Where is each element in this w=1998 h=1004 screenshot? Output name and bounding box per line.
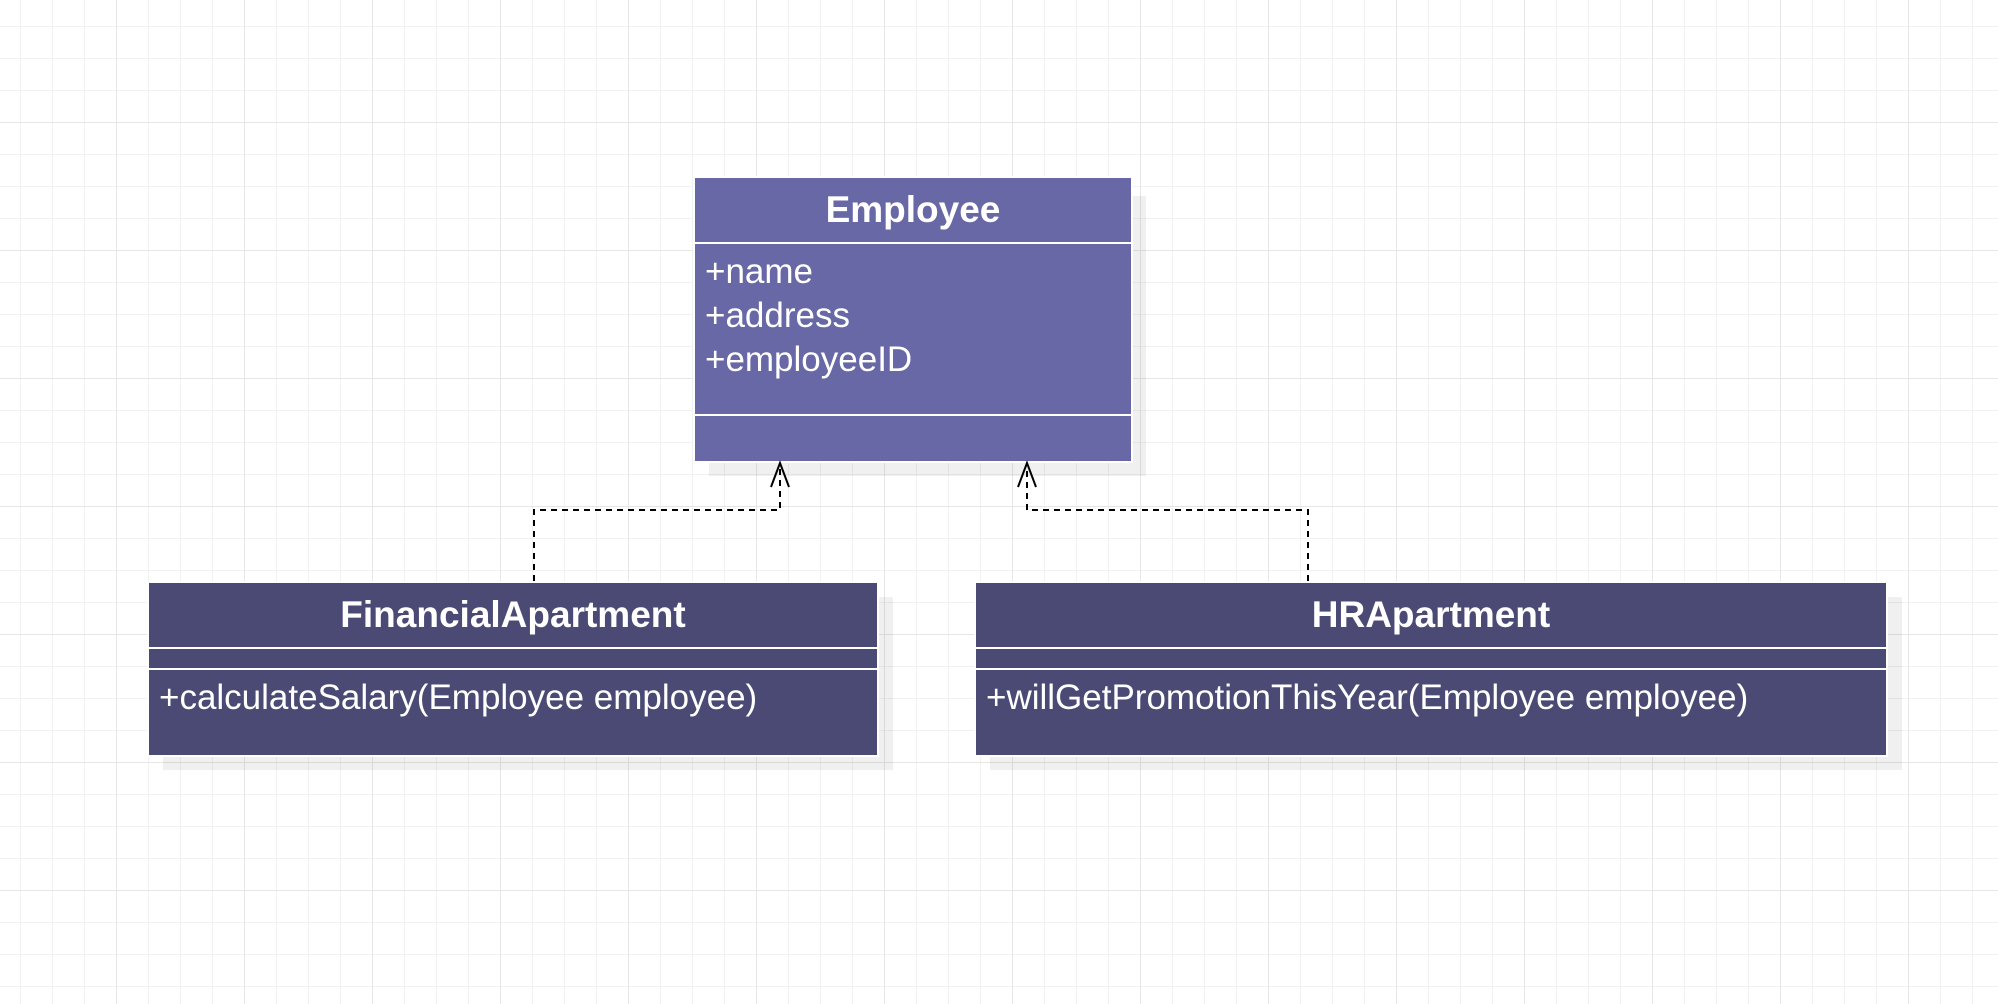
class-name: Employee (695, 178, 1131, 244)
attributes-section (149, 649, 877, 670)
class-name: FinancialApartment (149, 583, 877, 649)
class-hr-apartment[interactable]: HRApartment +willGetPromotionThisYear(Em… (974, 581, 1888, 757)
class-financial-apartment[interactable]: FinancialApartment +calculateSalary(Empl… (147, 581, 879, 757)
class-name: HRApartment (976, 583, 1886, 649)
attributes-section: +name +address +employeeID (695, 244, 1131, 416)
arrowhead-icon (770, 460, 790, 488)
attribute: +employeeID (705, 340, 913, 379)
method: +willGetPromotionThisYear(Employee emplo… (986, 678, 1749, 717)
dependency-hr-to-employee[interactable] (1026, 465, 1309, 581)
arrowhead-icon (1017, 460, 1037, 488)
methods-section: +willGetPromotionThisYear(Employee emplo… (976, 670, 1886, 726)
methods-section: +calculateSalary(Employee employee) (149, 670, 877, 726)
dependency-financial-to-employee[interactable] (533, 465, 781, 581)
attributes-section (976, 649, 1886, 670)
attribute: +address (705, 296, 850, 335)
attribute: +name (705, 252, 813, 291)
class-employee[interactable]: Employee +name +address +employeeID (693, 176, 1133, 463)
method: +calculateSalary(Employee employee) (159, 678, 758, 717)
